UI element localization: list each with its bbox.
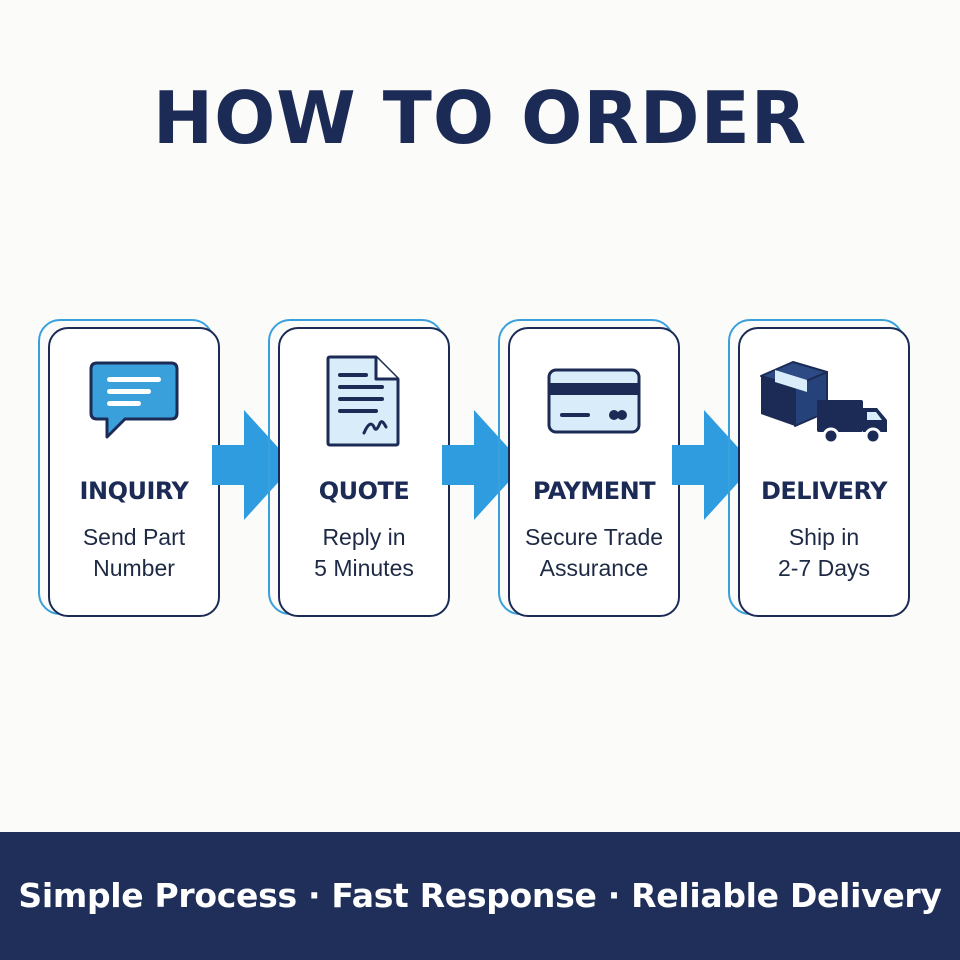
step-title: PAYMENT [532,477,656,505]
arrow-right-icon [212,410,302,520]
delivery-truck-icon [738,351,910,451]
step-payment: PAYMENT Secure Trade Assurance [498,319,680,617]
step-inquiry: INQUIRY Send Part Number [38,319,220,617]
document-icon [278,351,450,451]
step-desc-line-2: 2-7 Days [777,555,871,581]
step-desc-line-1: Reply in [322,524,406,550]
step-desc-line-1: Send Part [82,524,186,550]
step-desc-line-2: Number [93,555,175,581]
step-desc-line-1: Ship in [788,524,860,550]
chat-bubble-icon [48,351,220,451]
step-description: Reply in 5 Minutes [284,522,444,584]
footer-banner: Simple Process · Fast Response · Reliabl… [0,832,960,960]
step-description: Send Part Number [54,522,214,584]
order-steps: INQUIRY Send Part Number QUOTE [0,315,960,645]
arrow-right-icon [672,410,762,520]
page-title: HOW TO ORDER [152,76,808,160]
step-desc-line-2: Assurance [539,555,649,581]
step-title: INQUIRY [79,477,189,505]
arrow-right-icon [442,410,532,520]
step-description: Ship in 2-7 Days [744,522,904,584]
step-quote: QUOTE Reply in 5 Minutes [268,319,450,617]
step-delivery: DELIVERY Ship in 2-7 Days [728,319,910,617]
step-desc-line-1: Secure Trade [524,524,664,550]
footer-tagline: Simple Process · Fast Response · Reliabl… [18,876,942,915]
step-title: QUOTE [318,477,410,505]
step-title: DELIVERY [760,477,888,505]
credit-card-icon [508,351,680,451]
step-description: Secure Trade Assurance [514,522,674,584]
step-desc-line-2: 5 Minutes [314,555,414,581]
